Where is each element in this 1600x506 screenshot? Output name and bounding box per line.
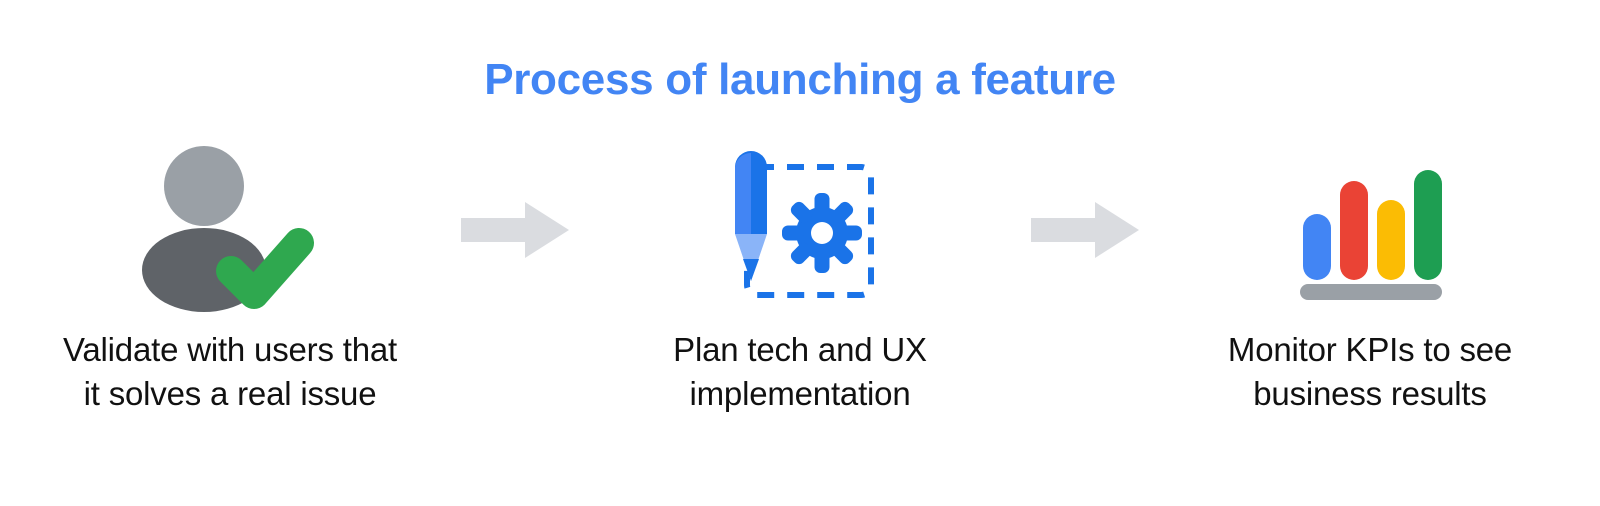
bar-chart-icon: [1300, 170, 1442, 300]
step-2-caption: Plan tech and UX implementation: [673, 331, 927, 412]
connector-2: [1015, 140, 1155, 320]
pencil-icon: [734, 151, 767, 281]
step-1-caption: Validate with users that it solves a rea…: [63, 331, 397, 412]
step-3-artwork: [1155, 140, 1585, 320]
step-3-caption: Monitor KPIs to see business results: [1227, 331, 1513, 412]
step-1-artwork: [15, 140, 445, 320]
chart-baseline: [1300, 284, 1442, 300]
gear-icon: [781, 193, 862, 273]
check-icon: [216, 227, 314, 309]
process-step-1[interactable]: Validate with users that it solves a rea…: [15, 140, 445, 416]
process-flow: Validate with users that it solves a rea…: [0, 140, 1600, 470]
person-head-icon: [164, 145, 244, 226]
bar-blue: [1303, 214, 1331, 280]
process-step-2[interactable]: Plan tech and UX implementation: [585, 140, 1015, 416]
bar-green: [1414, 170, 1442, 280]
step-2-artwork: [585, 140, 1015, 320]
page-title: Process of launching a feature: [484, 55, 1116, 104]
bar-yellow: [1377, 200, 1405, 280]
bar-red: [1340, 181, 1368, 280]
pencil-gear-icon: [734, 151, 874, 298]
connector-1: [445, 140, 585, 320]
arrow-right-icon: [461, 202, 569, 258]
user-validated-icon: [142, 145, 314, 312]
arrow-right-icon: [1031, 202, 1139, 258]
process-step-3[interactable]: Monitor KPIs to see business results: [1155, 140, 1585, 416]
